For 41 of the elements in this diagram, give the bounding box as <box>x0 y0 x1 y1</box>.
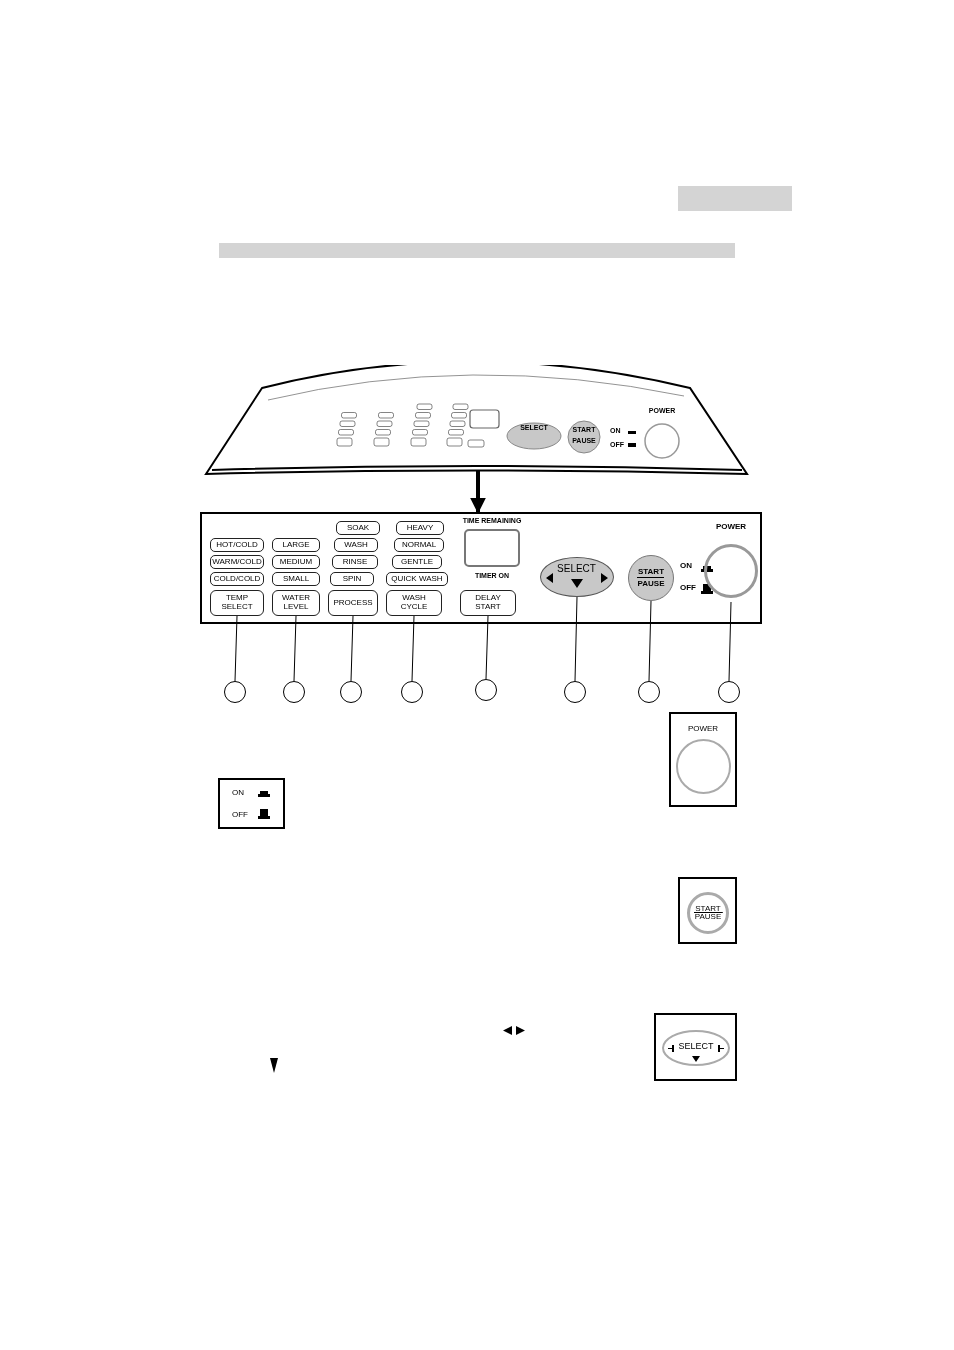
indicator-light: HEAVY <box>396 521 444 535</box>
panel-button: DELAY START <box>460 590 516 616</box>
panel-button: WATER LEVEL <box>272 590 320 616</box>
indicator-light: GENTLE <box>392 555 442 569</box>
leader-line <box>574 596 578 682</box>
start-pause-button: START PAUSE <box>687 892 729 934</box>
inset-panel <box>678 877 737 944</box>
leader-line <box>648 600 652 682</box>
indicator-light: SOAK <box>336 521 380 535</box>
inset-panel <box>218 778 285 829</box>
inset-panel <box>669 712 737 807</box>
indicator-light: QUICK WASH <box>386 572 448 586</box>
inset-panel <box>654 1013 737 1081</box>
indicator-light: NORMAL <box>394 538 444 552</box>
panel-label: ON <box>680 561 692 570</box>
select-button: SELECT <box>540 557 614 597</box>
panel-button: PROCESS <box>328 590 378 616</box>
leader-line <box>350 615 354 682</box>
select-button: SELECT <box>662 1030 730 1066</box>
indicator-light: SPIN <box>330 572 374 586</box>
knob-label: POWER <box>714 522 748 531</box>
panel-button: TEMP SELECT <box>210 590 264 616</box>
indicator-light: RINSE <box>332 555 378 569</box>
indicator-light: WARM/COLD <box>210 555 264 569</box>
leader-line <box>411 615 415 682</box>
indicator-light: HOT/COLD <box>210 538 264 552</box>
leader-line <box>234 615 238 682</box>
start-pause-button: START PAUSE <box>628 555 674 601</box>
leader-line <box>293 615 297 682</box>
indicator-light: LARGE <box>272 538 320 552</box>
leader-line <box>728 601 732 682</box>
knob-label: POWER <box>686 724 720 733</box>
switch-label: OFF <box>232 810 248 819</box>
leader-line <box>485 615 489 680</box>
indicator-light: WASH <box>334 538 378 552</box>
switch-label: ON <box>232 788 244 797</box>
panel-button: WASH CYCLE <box>386 590 442 616</box>
indicator-light: COLD/COLD <box>210 572 264 586</box>
panel-label: OFF <box>680 583 696 592</box>
indicator-light: MEDIUM <box>272 555 320 569</box>
indicator-light: SMALL <box>272 572 320 586</box>
